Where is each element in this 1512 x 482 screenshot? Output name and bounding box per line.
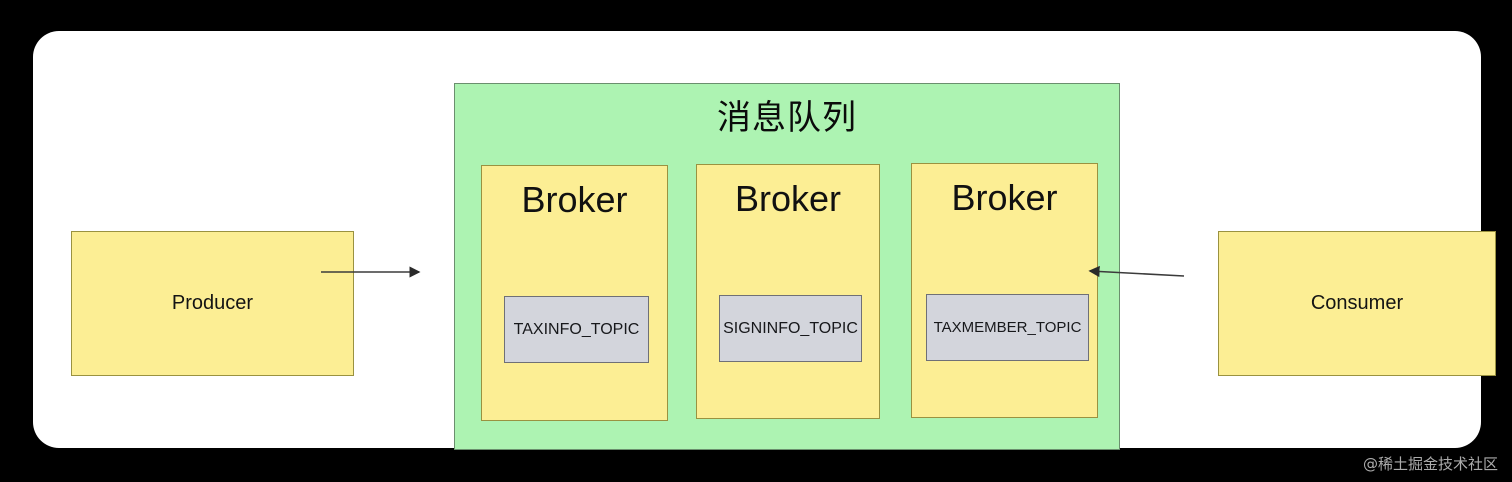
message-queue-container[interactable]: 消息队列 Broker TAXINFO_TOPIC Broker SIGNINF…	[454, 83, 1120, 450]
consumer-node[interactable]: Consumer	[1218, 231, 1496, 376]
broker-label-2: Broker	[734, 178, 842, 219]
watermark-text: @稀土掘金技术社区	[1362, 455, 1498, 473]
topic-box-signinfo[interactable]: SIGNINFO_TOPIC	[719, 295, 862, 362]
broker-label-1: Broker	[521, 179, 628, 220]
message-queue-title: 消息队列	[717, 98, 857, 138]
producer-node[interactable]: Producer	[71, 231, 354, 376]
topic-box-taxmember[interactable]: TAXMEMBER_TOPIC	[926, 294, 1089, 361]
diagram-card: Producer 消息队列 Broker TAXINFO_TOPIC Broke…	[33, 31, 1496, 450]
broker-node-2[interactable]: Broker SIGNINFO_TOPIC	[696, 164, 880, 419]
broker-node-3[interactable]: Broker TAXMEMBER_TOPIC	[911, 163, 1098, 418]
topic-box-taxinfo[interactable]: TAXINFO_TOPIC	[504, 296, 649, 363]
topic-label-1: TAXINFO_TOPIC	[513, 320, 640, 338]
topic-label-3: TAXMEMBER_TOPIC	[933, 319, 1082, 336]
consumer-label: Consumer	[1310, 292, 1404, 314]
broker-label-3: Broker	[951, 177, 1058, 218]
topic-label-2: SIGNINFO_TOPIC	[723, 319, 858, 337]
broker-node-1[interactable]: Broker TAXINFO_TOPIC	[481, 165, 668, 421]
producer-label: Producer	[171, 292, 254, 314]
